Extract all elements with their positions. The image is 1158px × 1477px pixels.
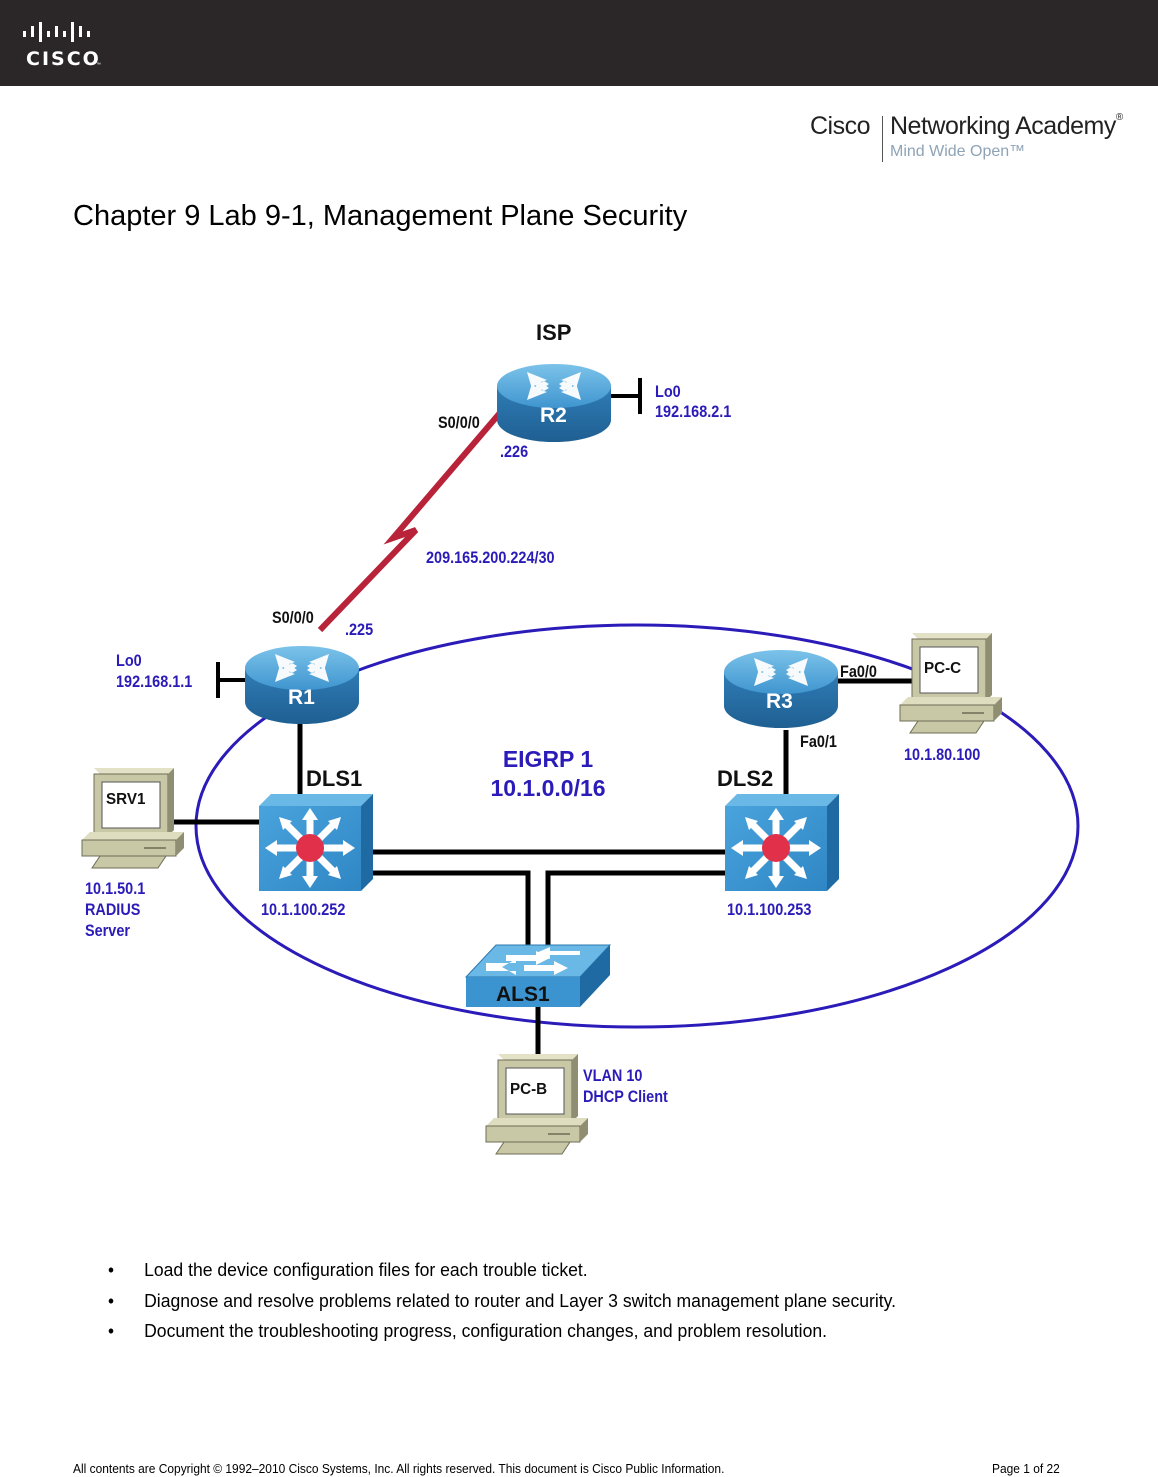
r3-name: R3 <box>766 690 793 713</box>
r1-lo0-label: Lo0 <box>116 651 142 670</box>
page-title: Chapter 9 Lab 9-1, Management Plane Secu… <box>73 200 688 232</box>
r2-serial-label: S0/0/0 <box>438 413 480 432</box>
r2-loopback-stub <box>610 378 642 414</box>
eigrp-domain-ellipse <box>194 623 1080 1029</box>
objective-item: Load the device configuration files for … <box>108 1258 896 1289</box>
topology-diagram: ISP R2 Lo0 192.168.2.1 S0/0/0 .226 209.1… <box>0 300 1158 1180</box>
server-srv1-icon[interactable] <box>81 767 185 869</box>
cisco-wordmark: CISCO <box>26 48 101 70</box>
r2-lo0-label: Lo0 <box>655 382 681 401</box>
cisco-bars-icon <box>23 22 90 42</box>
pcb-vlan: VLAN 10 <box>583 1066 643 1085</box>
l3-switch-dls1-icon[interactable] <box>259 794 373 891</box>
dls1-ip: 10.1.100.252 <box>261 900 346 919</box>
na-title-text: Networking Academy <box>890 112 1116 140</box>
srv1-ip: 10.1.50.1 <box>85 879 146 898</box>
r2-serial-ip: .226 <box>500 442 529 461</box>
router-r1-icon[interactable] <box>245 646 359 724</box>
dls2-ip: 10.1.100.253 <box>727 900 812 919</box>
r1-serial-ip: .225 <box>345 620 374 639</box>
r2-lo0-ip: 192.168.2.1 <box>655 402 732 421</box>
switch-als1-icon[interactable] <box>464 944 612 1007</box>
pcb-role: DHCP Client <box>583 1087 668 1106</box>
na-title: Networking Academy® <box>890 112 1123 141</box>
srv1-role-line1: RADIUS <box>85 900 141 919</box>
link-dls1-als1 <box>372 870 531 950</box>
na-registered: ® <box>1115 112 1123 123</box>
header-bar: CISCO ™ <box>0 0 1158 86</box>
footer-page-number: Page 1 of 22 <box>992 1461 1060 1476</box>
objective-item: Document the troubleshooting progress, c… <box>108 1319 896 1350</box>
isp-label: ISP <box>536 320 572 345</box>
als1-name: ALS1 <box>496 983 550 1006</box>
na-tagline: Mind Wide Open™ <box>890 143 1026 160</box>
r3-fa01-label: Fa0/1 <box>800 732 837 751</box>
wan-subnet-label: 209.165.200.224/30 <box>426 548 555 567</box>
r2-name: R2 <box>540 404 567 427</box>
pc-b-icon[interactable] <box>485 1053 589 1155</box>
pc-c-icon[interactable] <box>899 632 1003 734</box>
footer-copyright: All contents are Copyright © 1992–2010 C… <box>73 1461 725 1476</box>
topology-svg <box>81 364 1080 1155</box>
r1-loopback-stub <box>216 662 250 698</box>
cisco-logo: CISCO ™ <box>22 22 112 70</box>
na-brand: Cisco <box>810 112 871 140</box>
pcc-ip: 10.1.80.100 <box>904 745 981 764</box>
eigrp-as-label: EIGRP 1 <box>502 746 594 772</box>
na-divider <box>882 116 883 162</box>
router-r3-icon[interactable] <box>724 650 838 728</box>
l3-switch-dls2-icon[interactable] <box>725 794 839 891</box>
r1-serial-label: S0/0/0 <box>272 608 314 627</box>
serial-link-r1-r2 <box>317 398 514 633</box>
dls2-name: DLS2 <box>717 766 774 791</box>
srv1-role-line2: Server <box>85 921 130 940</box>
srv1-name: SRV1 <box>106 791 146 808</box>
r3-fa00-label: Fa0/0 <box>840 662 877 681</box>
r1-name: R1 <box>288 686 315 709</box>
networking-academy-logo: Cisco Networking Academy® Mind Wide Open… <box>810 112 1150 167</box>
objective-item: Diagnose and resolve problems related to… <box>108 1289 896 1320</box>
r1-lo0-ip: 192.168.1.1 <box>116 672 193 691</box>
cisco-trademark: ™ <box>96 62 101 68</box>
router-r2-icon[interactable] <box>497 364 611 442</box>
objectives-list: Load the device configuration files for … <box>108 1258 937 1350</box>
eigrp-network-label: 10.1.0.0/16 <box>490 775 606 801</box>
pcc-name: PC-C <box>924 660 962 677</box>
dls1-name: DLS1 <box>306 766 363 791</box>
link-dls2-als1 <box>545 870 726 950</box>
pcb-name: PC-B <box>510 1081 548 1098</box>
